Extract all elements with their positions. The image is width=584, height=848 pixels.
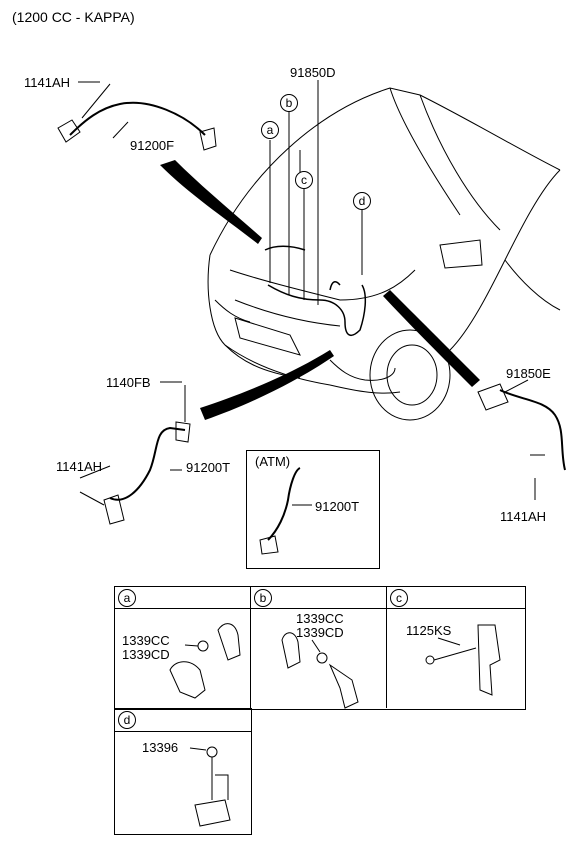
- detail-panel-d: [114, 708, 252, 835]
- part-label-1140FB: 1140FB: [106, 375, 151, 390]
- panel-a-label-1: 1339CC: [122, 633, 170, 648]
- detail-panels-row1: [114, 586, 526, 710]
- pointer-wedge-t: [200, 350, 334, 420]
- car-mirror: [439, 239, 483, 269]
- panel-d-label-1: 13396: [142, 740, 179, 755]
- panel-divider-ab: [250, 586, 251, 708]
- atm-title: (ATM): [255, 454, 291, 469]
- part-label-91850D: 91850D: [290, 65, 336, 80]
- atm-part-label: 91200T: [315, 499, 360, 514]
- cable-91200F: [69, 101, 206, 136]
- panel-a-circle: a: [118, 589, 136, 607]
- part-label-91850E: 91850E: [506, 366, 551, 381]
- car-hood-outline: [209, 87, 561, 256]
- callout-d: d: [353, 192, 371, 210]
- harness-91850D: [267, 284, 367, 337]
- pointer-wedge-e: [383, 290, 480, 387]
- cable-91850E: [499, 389, 566, 471]
- car-wheel: [369, 329, 451, 421]
- panel-b-circle: b: [254, 589, 272, 607]
- cable-91200T: [109, 426, 186, 501]
- panel-d-circle: d: [118, 711, 136, 729]
- panel-c-circle: c: [390, 589, 408, 607]
- panel-header-rule-row2: [114, 731, 251, 732]
- panel-divider-bc: [386, 586, 387, 708]
- part-label-91200T: 91200T: [186, 460, 231, 475]
- panel-c-label-1: 1125KS: [406, 623, 452, 638]
- part-label-1141AH-top: 1141AH: [24, 75, 71, 90]
- callout-c: c: [295, 171, 313, 189]
- atm-inset: (ATM) 91200T: [246, 450, 380, 569]
- panel-b-label-2: 1339CD: [296, 625, 344, 640]
- part-label-91200F: 91200F: [130, 138, 175, 153]
- panel-b-label-1: 1339CC: [296, 611, 344, 626]
- part-label-1141AH-left: 1141AH: [56, 459, 103, 474]
- engine-header: (1200 CC - KAPPA): [12, 9, 135, 25]
- pointer-wedge-f: [160, 160, 262, 244]
- car-headlamp: [329, 359, 396, 381]
- callout-a: a: [261, 121, 279, 139]
- part-label-1141AH-right: 1141AH: [500, 509, 547, 524]
- panel-a-label-2: 1339CD: [122, 647, 170, 662]
- panel-header-rule-row1: [114, 608, 525, 609]
- car-grille: [234, 317, 301, 356]
- callout-b: b: [280, 94, 298, 112]
